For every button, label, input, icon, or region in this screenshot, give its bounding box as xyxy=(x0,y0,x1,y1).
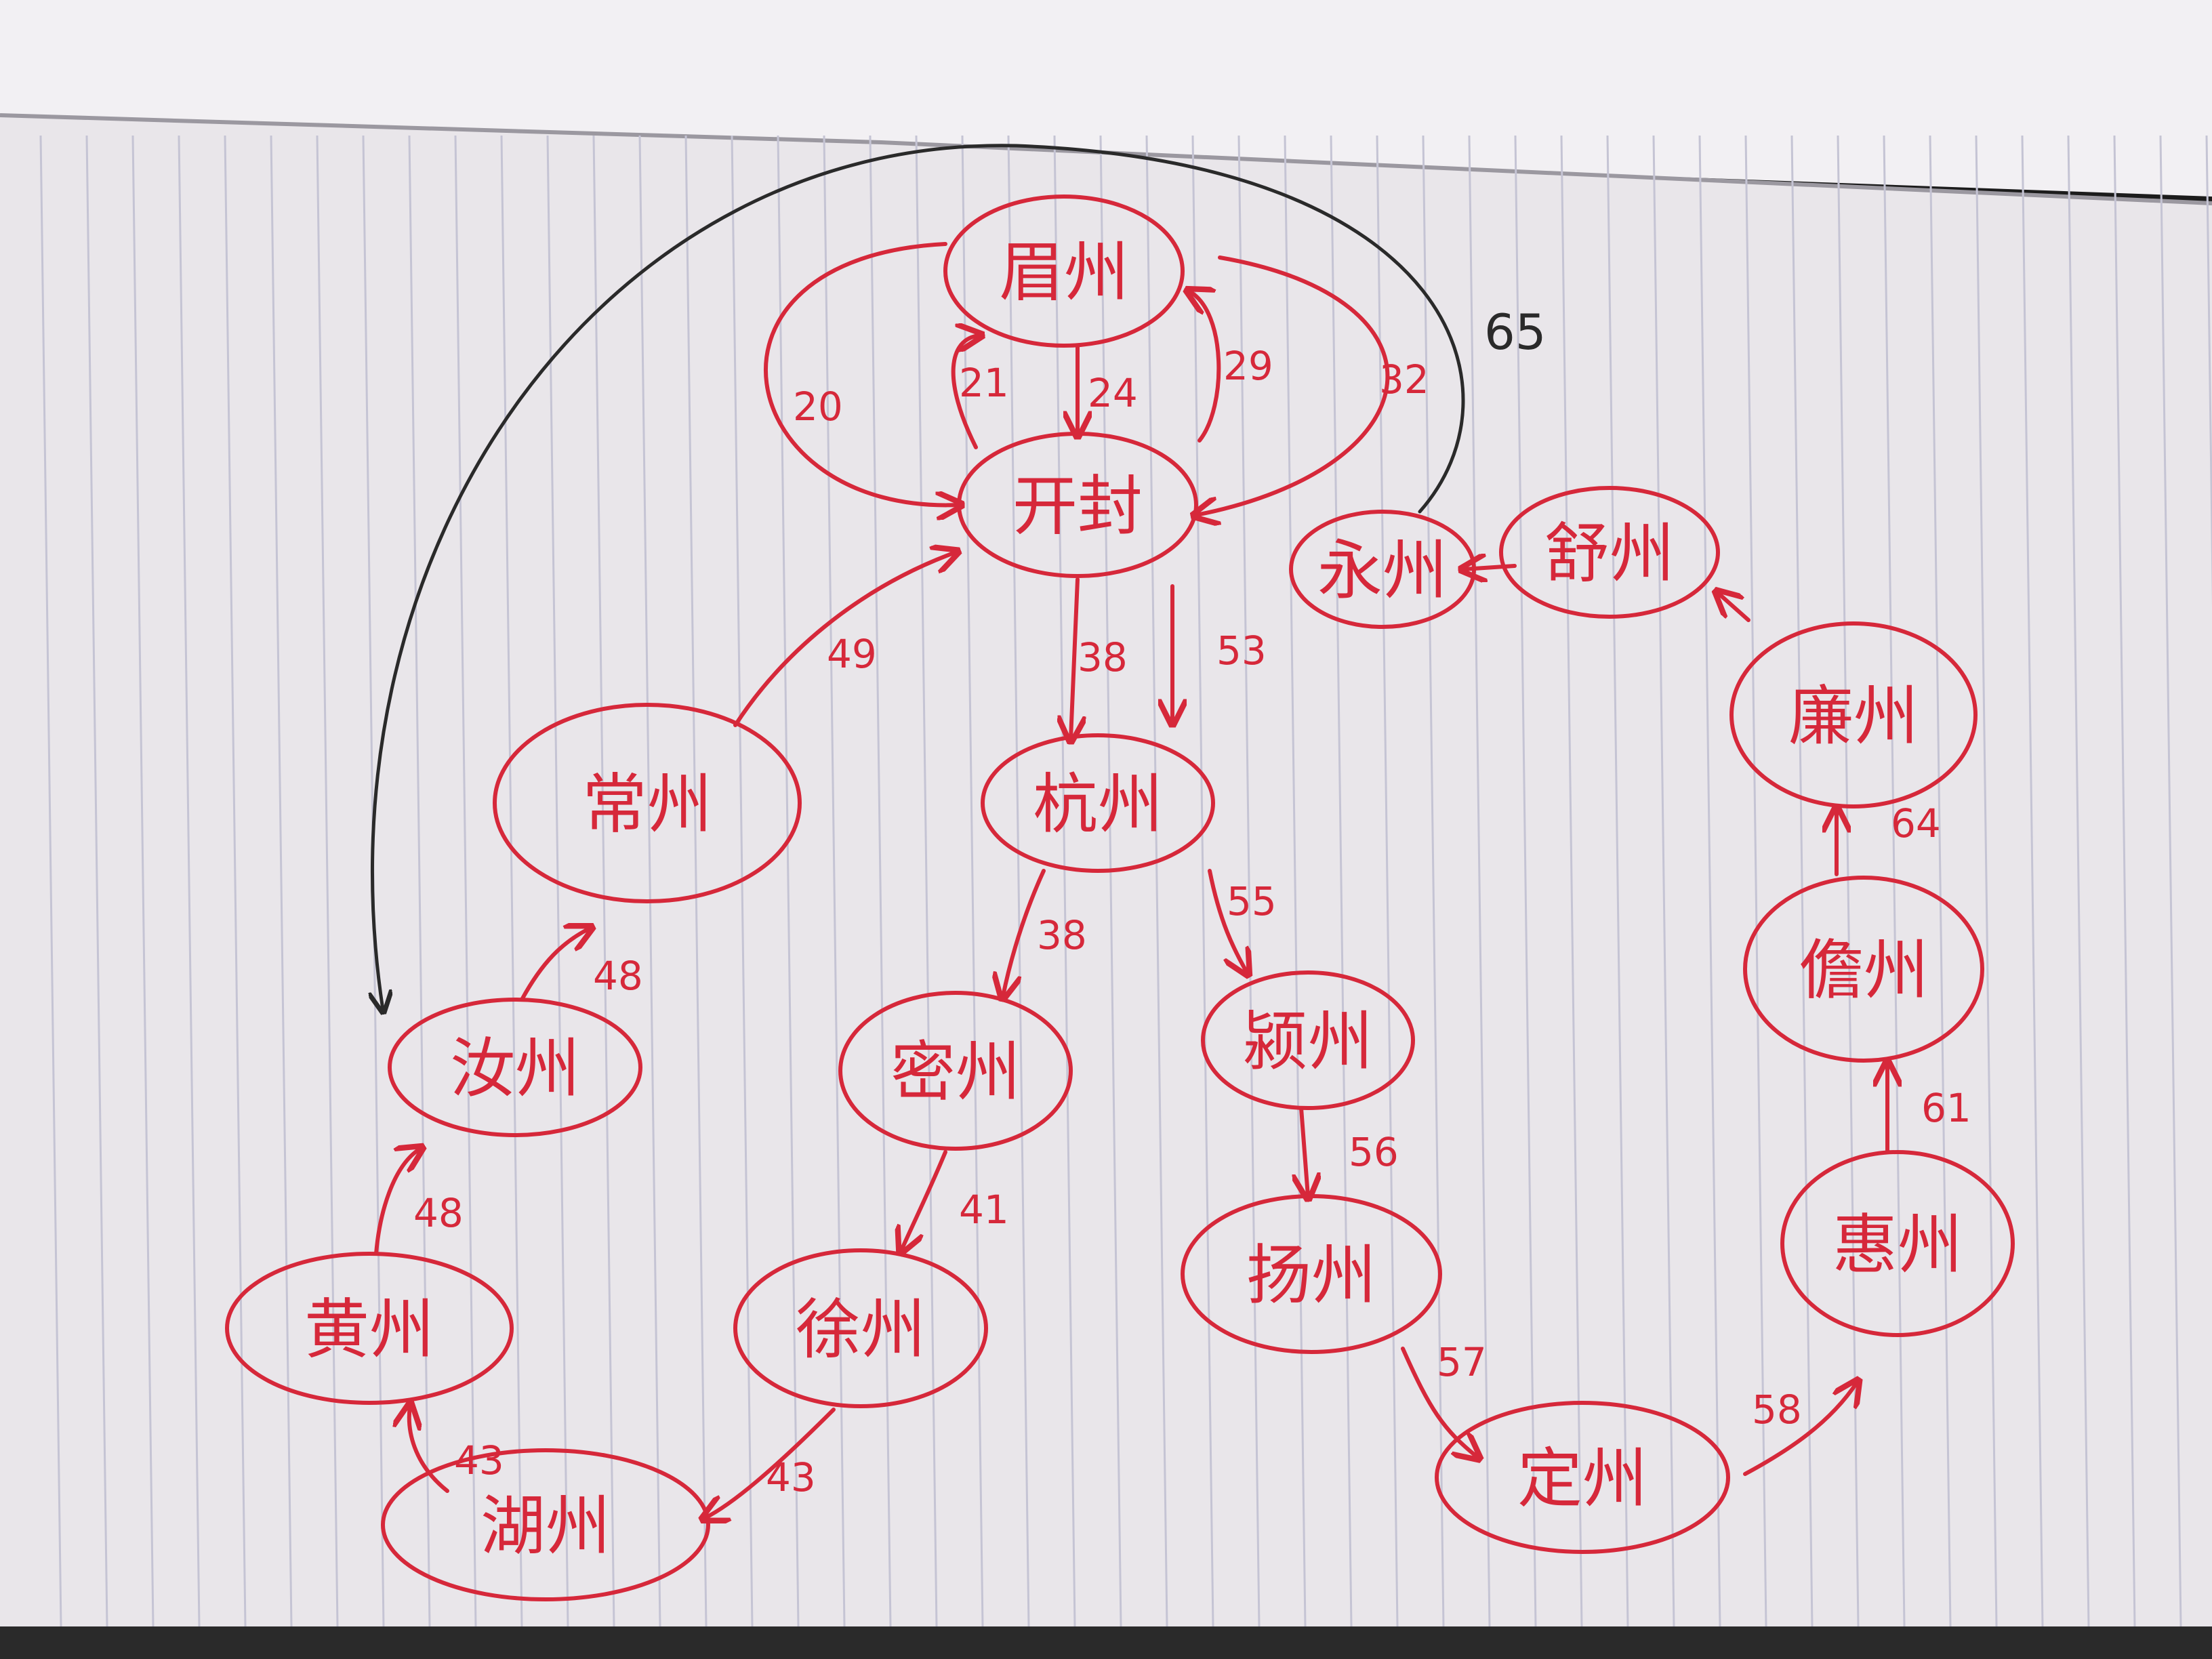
node-label-lian: 廉州 xyxy=(1788,678,1919,754)
edge-label-ru-chang: 48 xyxy=(593,953,643,999)
node-hu: 湖州 xyxy=(381,1448,710,1601)
edge-label-mei-kaifeng: 24 xyxy=(1088,370,1138,416)
edge-mei-kaifeng xyxy=(763,242,959,505)
node-label-ru: 汝州 xyxy=(450,1031,580,1107)
edge-hu-huang xyxy=(409,1406,449,1493)
node-label-hang: 杭州 xyxy=(1033,766,1163,842)
edge-hang-ying xyxy=(1208,869,1247,972)
edge-hang-mi xyxy=(1003,869,1046,996)
node-ellipse-huang xyxy=(225,1252,514,1405)
edge-label-ying-yang: 56 xyxy=(1349,1129,1399,1175)
node-lian: 廉州 xyxy=(1729,621,1978,808)
edge-ying-yang xyxy=(1301,1106,1308,1196)
node-dan: 儋州 xyxy=(1743,876,1984,1063)
edge-mi-xu xyxy=(901,1150,947,1250)
edge-label-kaifeng-hang: 53 xyxy=(1216,628,1267,674)
edge-yong-ru xyxy=(372,144,1465,1010)
node-ellipse-dan xyxy=(1743,876,1984,1063)
node-label-mei: 眉州 xyxy=(999,234,1129,310)
node-mei: 眉州 xyxy=(943,194,1185,348)
node-label-shu: 舒州 xyxy=(1544,516,1675,592)
edge-kaifeng-mei xyxy=(1189,291,1221,443)
edge-label-hui-dan: 61 xyxy=(1921,1085,1971,1131)
edge-label-ding-hui: 58 xyxy=(1752,1387,1802,1433)
node-kaifeng: 开封 xyxy=(957,432,1198,578)
node-ellipse-kaifeng xyxy=(957,432,1198,578)
edge-label-hang-ying: 55 xyxy=(1227,878,1277,924)
edge-yang-ding xyxy=(1401,1347,1477,1457)
edge-xu-hu xyxy=(705,1408,836,1518)
node-label-chang: 常州 xyxy=(582,766,712,842)
node-ellipse-chang xyxy=(493,703,802,903)
node-label-xu: 徐州 xyxy=(796,1292,926,1368)
edge-ding-hui xyxy=(1743,1382,1857,1476)
node-hang: 杭州 xyxy=(981,733,1215,873)
edge-label-mei-kaifeng: 32 xyxy=(1379,356,1429,403)
node-label-huang: 黄州 xyxy=(304,1292,434,1368)
node-yang: 扬州 xyxy=(1181,1194,1442,1354)
node-label-ying: 颍州 xyxy=(1243,1004,1373,1080)
node-ellipse-hu xyxy=(381,1448,710,1601)
node-ellipse-shu xyxy=(1499,486,1720,619)
node-ellipse-yang xyxy=(1181,1194,1442,1354)
node-ru: 汝州 xyxy=(388,998,642,1137)
node-label-hui: 惠州 xyxy=(1832,1207,1963,1283)
node-ying: 颍州 xyxy=(1201,970,1415,1110)
edge-label-chang-kaifeng: 49 xyxy=(827,631,877,677)
node-ellipse-mei xyxy=(943,194,1185,348)
edge-kaifeng-mei xyxy=(951,335,979,449)
edge-chang-kaifeng xyxy=(733,552,956,727)
edge-lian-shu xyxy=(1718,593,1750,622)
edge-label-mei-kaifeng: 20 xyxy=(793,384,843,430)
node-label-dan: 儋州 xyxy=(1799,933,1929,1008)
edge-label-kaifeng-mei: 21 xyxy=(959,360,1009,406)
edge-label-dan-lian: 64 xyxy=(1891,800,1941,846)
node-ellipse-yong xyxy=(1289,510,1476,629)
node-ellipse-mi xyxy=(838,991,1073,1151)
node-ellipse-hui xyxy=(1780,1150,2015,1337)
node-label-yong: 永州 xyxy=(1317,533,1448,609)
edge-label-huang-ru: 48 xyxy=(413,1190,464,1236)
edge-ru-chang xyxy=(520,928,590,1002)
edge-label-yong-ru: 65 xyxy=(1484,304,1547,361)
node-hui: 惠州 xyxy=(1780,1150,2015,1337)
node-label-yang: 扬州 xyxy=(1246,1237,1376,1313)
node-ding: 定州 xyxy=(1435,1401,1730,1554)
node-label-hu: 湖州 xyxy=(480,1488,611,1564)
node-ellipse-ru xyxy=(388,998,642,1137)
node-label-kaifeng: 开封 xyxy=(1012,468,1143,544)
edge-huang-ru xyxy=(374,1149,420,1256)
edge-label-kaifeng-mei: 29 xyxy=(1223,343,1273,389)
graph-edges xyxy=(372,144,1887,1518)
node-label-ding: 定州 xyxy=(1517,1441,1647,1517)
edge-label-mi-xu: 41 xyxy=(959,1187,1009,1233)
node-ellipse-hang xyxy=(981,733,1215,873)
node-ellipse-lian xyxy=(1729,621,1978,808)
edge-label-hang-mi: 38 xyxy=(1037,912,1087,958)
node-ellipse-xu xyxy=(733,1248,988,1408)
edge-label-xu-hu: 43 xyxy=(766,1454,816,1500)
node-mi: 密州 xyxy=(838,991,1073,1151)
node-yong: 永州 xyxy=(1289,510,1476,629)
node-huang: 黄州 xyxy=(225,1252,514,1405)
edge-label-kaifeng-hang: 38 xyxy=(1078,634,1128,680)
node-xu: 徐州 xyxy=(733,1248,988,1408)
edge-label-yang-ding: 57 xyxy=(1437,1339,1487,1385)
edge-kaifeng-hang xyxy=(1071,577,1078,739)
node-chang: 常州 xyxy=(493,703,802,903)
node-label-mi: 密州 xyxy=(890,1034,1021,1110)
edge-mei-kaifeng xyxy=(1196,255,1390,515)
node-ellipse-ding xyxy=(1435,1401,1730,1554)
node-shu: 舒州 xyxy=(1499,486,1720,619)
node-ellipse-ying xyxy=(1201,970,1415,1110)
